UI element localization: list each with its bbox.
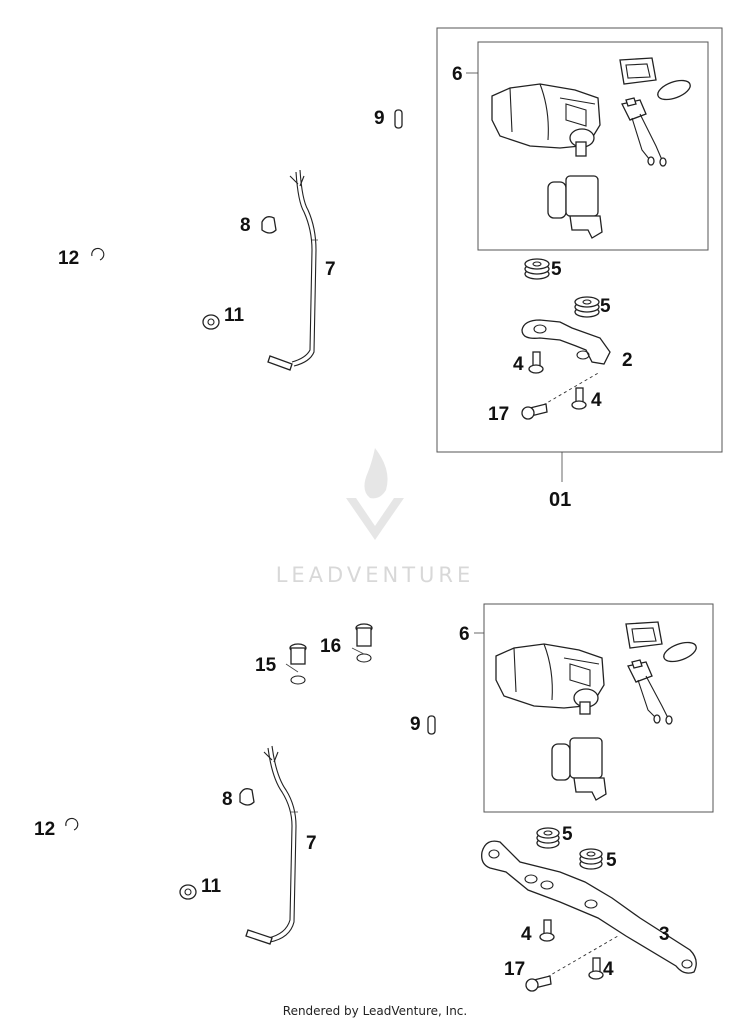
- callout-9-top: 9: [374, 108, 385, 129]
- callout-4b-top: 4: [591, 390, 602, 411]
- callout-16-bottom: 16: [320, 636, 342, 657]
- grommet-top-b: [574, 296, 600, 318]
- switch-housing-bottom: [495, 643, 605, 715]
- watermark-text: LEADVENTURE: [275, 563, 475, 587]
- callout-5b-top: 5: [600, 296, 611, 317]
- pin-9-bottom: [427, 715, 436, 735]
- callout-9-bottom: 9: [410, 714, 421, 735]
- screw-4-bottom-b: [588, 957, 604, 980]
- footer-credit: Rendered by LeadVenture, Inc.: [282, 1004, 468, 1018]
- screw-17-bottom: [525, 975, 552, 992]
- callout-4a-bottom: 4: [521, 924, 532, 945]
- bracket-bottom: [481, 840, 697, 974]
- callout-12-bottom: 12: [34, 819, 56, 840]
- cable-7-bottom: [245, 745, 298, 945]
- bracket-top: [521, 319, 611, 365]
- nut-11-bottom: [179, 884, 197, 900]
- cable-7-top: [267, 169, 318, 371]
- callout-4b-bottom: 4: [603, 959, 614, 980]
- bolt-16: [351, 623, 373, 663]
- switch-housing-top: [491, 83, 601, 157]
- callout-7-bottom: 7: [306, 833, 317, 854]
- callout-17-top: 17: [488, 404, 510, 425]
- ring-12-top: [91, 247, 105, 261]
- grommet-bottom-b: [579, 848, 603, 870]
- display-unit-top: [619, 57, 691, 101]
- sensor-bottom: [627, 659, 673, 725]
- callout-3-bottom: 3: [659, 924, 670, 945]
- kit-outer-box: [436, 27, 723, 453]
- screw-4-top-a: [528, 351, 544, 374]
- grommet-top-a: [524, 258, 550, 280]
- watermark-logo: [346, 448, 404, 540]
- clip-8-top: [261, 216, 277, 234]
- callout-5a-bottom: 5: [562, 824, 573, 845]
- nut-11-top: [202, 314, 220, 330]
- callout-8-top: 8: [240, 215, 251, 236]
- callout-4a-top: 4: [513, 354, 524, 375]
- callout-2-top: 2: [622, 350, 633, 371]
- bolt-15: [285, 643, 307, 685]
- callout-17-bottom: 17: [504, 959, 526, 980]
- callout-11-top: 11: [224, 305, 245, 326]
- callout-5b-bottom: 5: [606, 850, 617, 871]
- ring-12-bottom: [65, 817, 79, 831]
- screw-4-top-b: [571, 387, 587, 410]
- callout-5a-top: 5: [551, 259, 562, 280]
- callout-7-top: 7: [325, 259, 336, 280]
- callout-6-bottom: 6: [459, 624, 470, 645]
- grommet-bottom-a: [536, 827, 560, 849]
- magnet-block-bottom: [551, 737, 607, 801]
- display-unit-bottom: [625, 621, 697, 663]
- sensor-top: [621, 97, 667, 167]
- kit-inner-box-top: [477, 41, 709, 251]
- callout-11-bottom: 11: [201, 876, 222, 897]
- pin-9-top: [394, 109, 403, 129]
- callout-8-bottom: 8: [222, 789, 233, 810]
- screw-4-bottom-a: [539, 919, 555, 942]
- screw-17-top: [521, 403, 548, 420]
- callout-12-top: 12: [58, 248, 80, 269]
- callout-15-bottom: 15: [255, 655, 277, 676]
- magnet-block-top: [547, 175, 603, 239]
- callout-kit-01: 01: [549, 489, 572, 511]
- clip-8-bottom: [239, 788, 255, 806]
- callout-6-top: 6: [452, 64, 463, 85]
- kit-inner-box-bottom: [483, 603, 714, 813]
